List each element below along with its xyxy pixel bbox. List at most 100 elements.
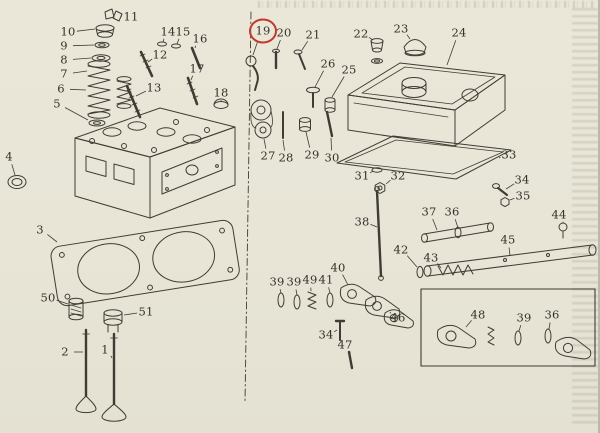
part-callout-17: 17 — [189, 61, 205, 76]
part-callout-19: 19 — [255, 23, 271, 38]
part-callout-31: 31 — [354, 168, 370, 183]
lock-stud — [347, 350, 354, 370]
valve-keepers — [104, 8, 123, 22]
adjusting-screw — [293, 49, 306, 70]
part-callout-39: 39 — [516, 310, 532, 325]
part-callout-33: 33 — [501, 147, 517, 162]
page-bleed-text-right — [572, 8, 598, 426]
part-callout-1: 1 — [101, 342, 109, 357]
part-callout-8: 8 — [60, 52, 68, 67]
page-edge — [598, 0, 600, 433]
part-callout-21: 21 — [305, 27, 321, 42]
part-callout-20: 20 — [276, 25, 292, 40]
part-callout-23: 23 — [393, 21, 409, 36]
lever-bracket — [250, 99, 273, 139]
part-callout-12: 12 — [152, 47, 168, 62]
part-callout-48: 48 — [470, 307, 486, 322]
part-callout-18: 18 — [213, 85, 229, 100]
part-callout-46: 46 — [390, 310, 406, 325]
part-callout-34: 34 — [318, 327, 334, 342]
decompression-lever — [245, 55, 259, 91]
part-callout-34: 34 — [514, 172, 530, 187]
valve-stem-seal — [94, 41, 110, 49]
shaft-end-assembly — [421, 222, 494, 243]
cup-plug — [213, 98, 229, 109]
part-callout-27: 27 — [260, 148, 276, 163]
part-callout-5: 5 — [53, 96, 61, 111]
part-callout-7: 7 — [60, 66, 68, 81]
part-callout-13: 13 — [146, 80, 162, 95]
intake-valve — [75, 328, 97, 414]
part-callout-39: 39 — [269, 274, 285, 289]
part-callout-35: 35 — [515, 188, 531, 203]
part-callout-11: 11 — [123, 9, 139, 24]
breather-cap — [403, 39, 427, 57]
part-callout-40: 40 — [330, 260, 346, 275]
part-callout-25: 25 — [341, 62, 357, 77]
assembly-boundary-line — [244, 11, 252, 403]
rocker-shaft — [423, 244, 597, 277]
head-studs — [125, 41, 202, 119]
spring-seat-lower — [88, 119, 106, 127]
part-callout-3: 3 — [36, 222, 44, 237]
part-callout-32: 32 — [390, 168, 406, 183]
part-callout-51: 51 — [138, 304, 154, 319]
part-callout-49: 49 — [302, 272, 318, 287]
cylinder-head — [74, 107, 236, 219]
exhaust-valve — [101, 332, 127, 422]
spacer-sleeve — [299, 117, 311, 132]
part-callout-6: 6 — [57, 81, 65, 96]
page-bleed-text-top — [258, 1, 594, 8]
shaft-spring — [437, 264, 474, 276]
part-callout-26: 26 — [320, 56, 336, 71]
valve-spring-inner — [116, 76, 132, 109]
cover-washer — [371, 167, 383, 173]
valve-cover — [347, 62, 506, 147]
valve-spring-outer — [87, 60, 111, 119]
valve-guide-lower — [103, 309, 123, 333]
rubber-plug — [370, 38, 384, 64]
part-callout-47: 47 — [337, 337, 353, 352]
core-plug — [7, 175, 27, 189]
decomp-valve — [306, 86, 320, 108]
part-callout-24: 24 — [451, 25, 467, 40]
part-callout-42: 42 — [393, 242, 409, 257]
push-rod — [374, 186, 384, 281]
part-callout-43: 43 — [423, 250, 439, 265]
part-callout-41: 41 — [318, 272, 334, 287]
side-nut — [500, 197, 510, 208]
part-callout-39: 39 — [286, 274, 302, 289]
part-callout-45: 45 — [500, 232, 516, 247]
part-callout-28: 28 — [278, 150, 294, 165]
inset-box — [420, 288, 596, 367]
head-gasket — [50, 219, 240, 307]
part-callout-29: 29 — [304, 147, 320, 162]
part-callout-36: 36 — [444, 204, 460, 219]
part-callout-14: 14 — [160, 24, 176, 39]
cover-nut — [374, 182, 386, 194]
part-callout-9: 9 — [60, 38, 68, 53]
part-callout-4: 4 — [5, 149, 13, 164]
part-callout-44: 44 — [551, 207, 567, 222]
side-bolt — [492, 183, 509, 197]
valve-cover-gasket — [336, 135, 512, 180]
part-callout-37: 37 — [421, 204, 437, 219]
part-callout-50: 50 — [40, 290, 56, 305]
valve-guide — [68, 297, 84, 321]
part-callout-15: 15 — [175, 24, 191, 39]
part-callout-38: 38 — [354, 214, 370, 229]
lever-pin — [272, 48, 280, 70]
part-callout-16: 16 — [192, 31, 208, 46]
shaft-collar — [416, 265, 424, 279]
valve-spring-cap — [95, 24, 115, 38]
part-callout-2: 2 — [61, 344, 69, 359]
highlight-circle — [249, 18, 277, 44]
part-callout-22: 22 — [353, 26, 369, 41]
decomp-tappet — [324, 97, 336, 113]
part-callout-30: 30 — [324, 150, 340, 165]
part-callout-36: 36 — [544, 307, 560, 322]
part-callout-10: 10 — [60, 24, 76, 39]
